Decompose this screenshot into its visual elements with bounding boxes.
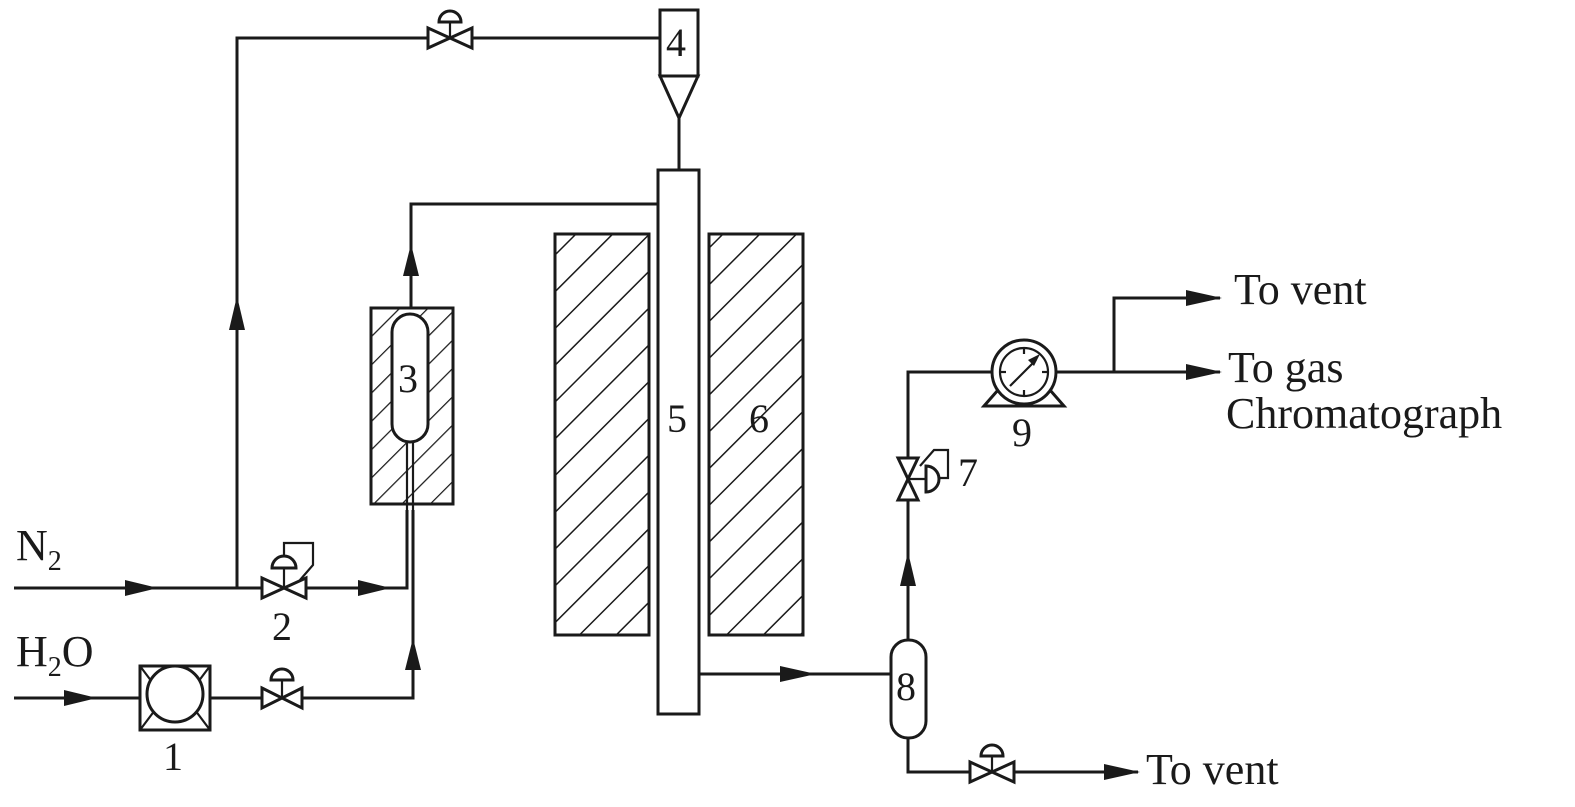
- label-component-7: 7: [958, 450, 978, 495]
- flow-arrow: [1104, 764, 1140, 780]
- label-component-4: 4: [666, 20, 686, 65]
- feeder-4: [657, 8, 701, 122]
- label-component-5: 5: [667, 396, 687, 441]
- reactor-5: [656, 168, 701, 716]
- flow-arrow: [405, 638, 421, 670]
- valve-h2o: [260, 667, 304, 711]
- n2-bypass-line: [229, 36, 660, 588]
- n2-feed-line: [14, 510, 409, 596]
- label-h2o: H2O: [16, 627, 94, 683]
- flow-arrow: [780, 666, 816, 682]
- label-component-8: 8: [896, 664, 916, 709]
- h2o-feed-line: [14, 510, 421, 706]
- flow-arrow: [900, 552, 916, 586]
- flow-arrow: [403, 244, 419, 276]
- flow-arrow: [64, 690, 97, 706]
- separator-liquid-line: [906, 738, 1140, 780]
- flow-arrow: [125, 580, 158, 596]
- flow-arrow: [1186, 290, 1222, 306]
- furnace-6: [553, 232, 805, 637]
- evaporator-outlet-line: [403, 202, 658, 308]
- gas-meter-9: [980, 338, 1068, 408]
- label-to-gas: To gas: [1228, 343, 1343, 392]
- evaporator-3: [369, 306, 455, 510]
- valve-n2-bypass: [426, 9, 474, 51]
- label-chromatograph: Chromatograph: [1226, 389, 1502, 438]
- separator-gas-line: [900, 370, 992, 640]
- label-n2: N2: [16, 521, 62, 577]
- control-valve-2: [260, 541, 315, 601]
- back-pressure-valve-7: [895, 448, 950, 502]
- meter-outlet-lines: [1056, 290, 1222, 380]
- flow-arrow: [229, 296, 245, 330]
- reactor-outlet-line: [699, 666, 892, 682]
- label-component-1: 1: [163, 734, 183, 779]
- label-to-vent-top: To vent: [1234, 265, 1367, 314]
- label-component-9: 9: [1012, 410, 1032, 455]
- pump-1: [138, 664, 212, 732]
- label-component-6: 6: [749, 396, 769, 441]
- flow-arrow: [1186, 364, 1222, 380]
- flow-arrow: [358, 580, 391, 596]
- label-component-2: 2: [272, 604, 292, 649]
- label-component-3: 3: [398, 356, 418, 401]
- valve-separator-outlet: [968, 743, 1016, 785]
- label-to-vent-bottom: To vent: [1146, 745, 1279, 794]
- separator-8: [889, 638, 928, 740]
